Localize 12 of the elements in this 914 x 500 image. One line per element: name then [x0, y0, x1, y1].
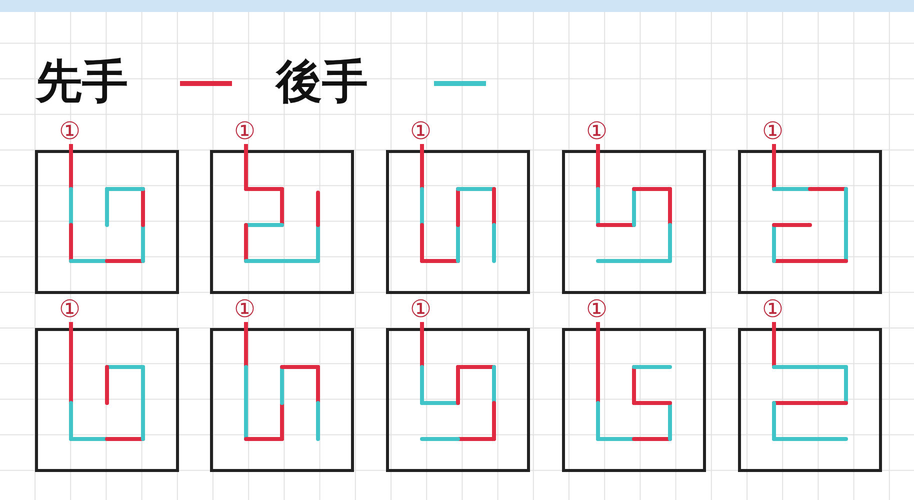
circled-number: ①: [234, 119, 256, 143]
circled-number: ①: [586, 119, 608, 143]
circled-number: ①: [410, 297, 432, 321]
circled-number: ①: [586, 297, 608, 321]
circled-number: ①: [762, 119, 784, 143]
circled-number: ①: [762, 297, 784, 321]
legend-label: 後手: [276, 56, 368, 106]
circled-number: ①: [410, 119, 432, 143]
legend-label: 先手: [36, 56, 128, 106]
circled-number: ①: [234, 297, 256, 321]
circled-number: ①: [59, 297, 81, 321]
circled-number: ①: [59, 119, 81, 143]
